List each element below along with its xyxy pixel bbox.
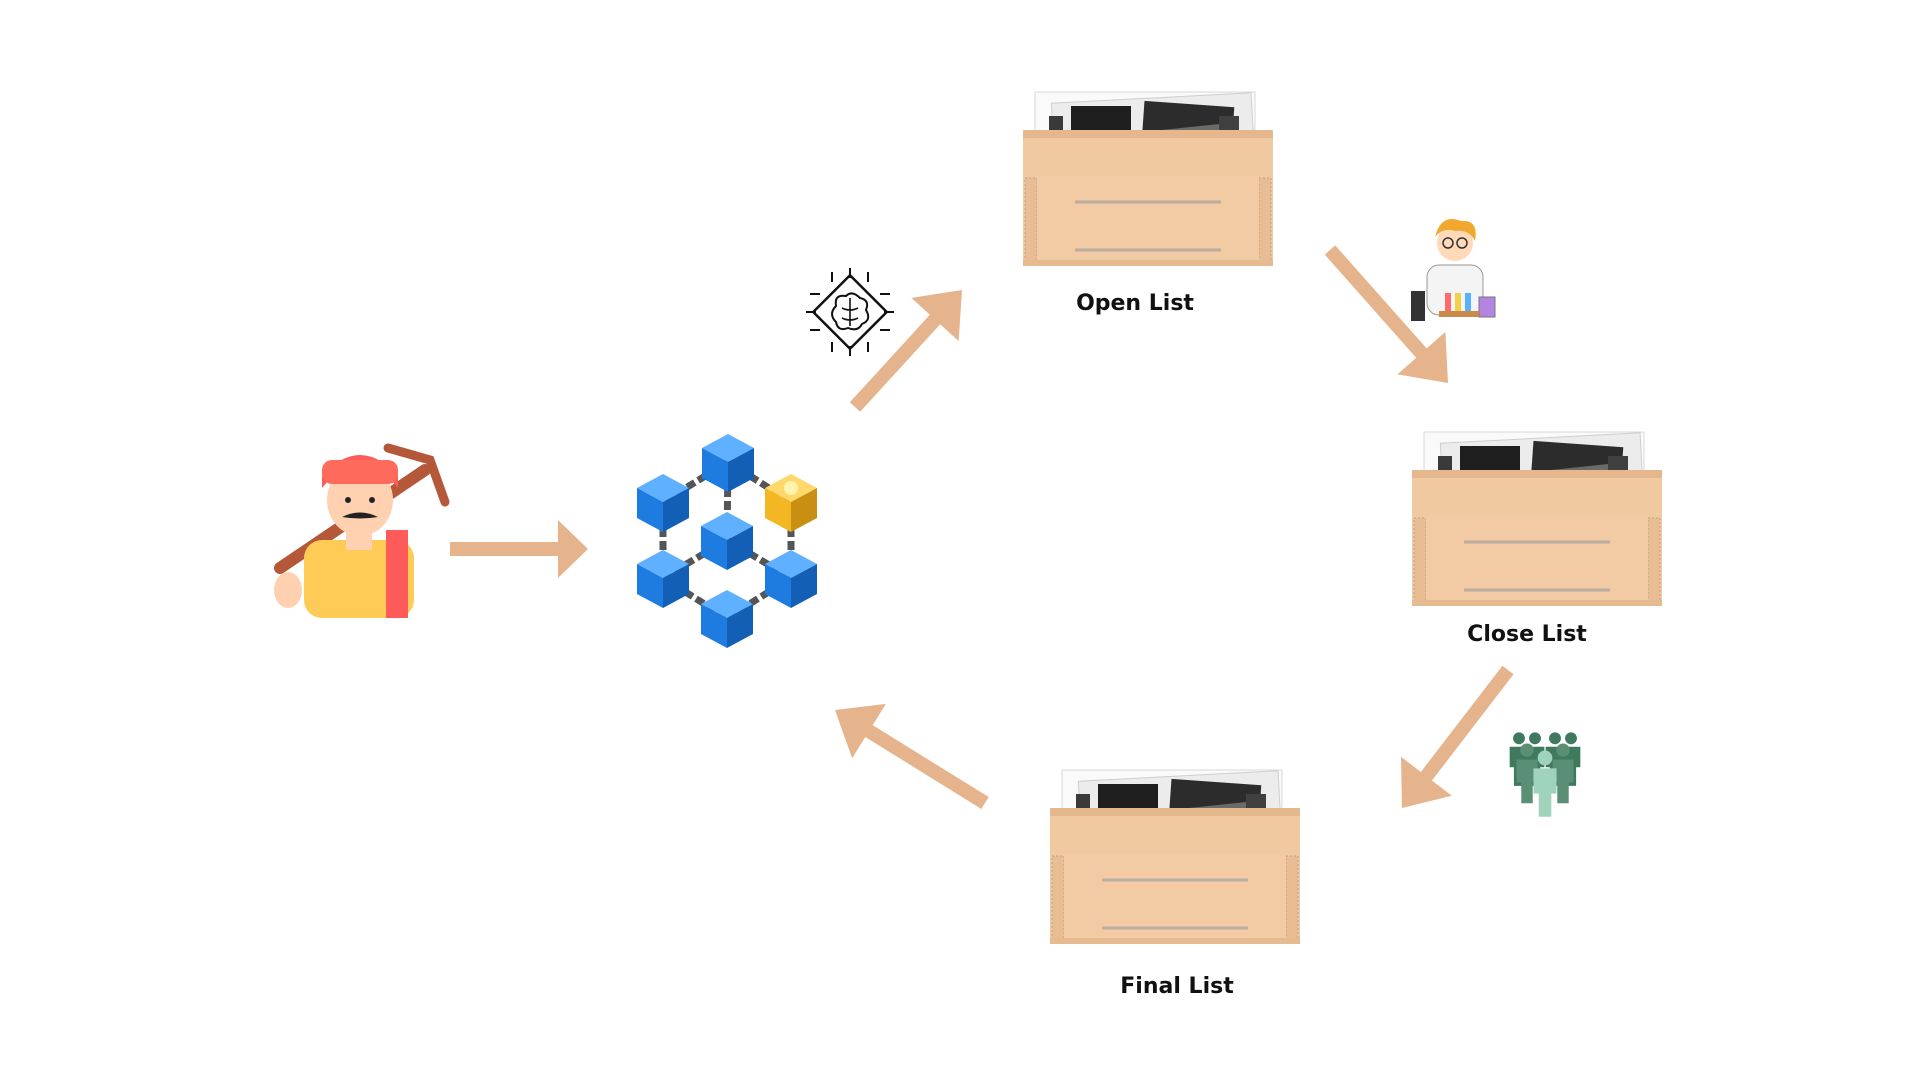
blue-block	[637, 474, 689, 532]
scientist-icon	[1411, 219, 1496, 321]
blue-block	[765, 550, 817, 608]
arrow-blockchain-to-open-list	[849, 290, 962, 412]
final-list-label: Final List	[1120, 974, 1234, 999]
crowd-icon	[1509, 732, 1581, 817]
arrow-worker-to-blockchain	[450, 520, 588, 578]
blue-block	[637, 550, 689, 608]
blue-block	[702, 434, 754, 492]
blockchain-network-icon	[637, 434, 817, 648]
open-list-label: Open List	[1076, 291, 1194, 316]
worker-with-pickaxe-icon	[274, 443, 450, 618]
person-figure	[1533, 750, 1557, 817]
ai-brain-chip-icon	[806, 268, 894, 356]
open-list-box-icon	[1021, 90, 1275, 268]
arrow-close-to-final-list	[1400, 665, 1514, 808]
person-figure	[1516, 743, 1538, 804]
arrow-open-to-close-list	[1324, 245, 1448, 383]
gold-block	[765, 474, 817, 532]
person-figure	[1552, 743, 1574, 804]
arrow-final-list-to-blockchain	[835, 703, 989, 809]
blue-block	[701, 590, 753, 648]
close-list-label: Close List	[1467, 622, 1587, 647]
close-list-box-icon	[1410, 430, 1664, 608]
blue-block	[701, 512, 753, 570]
final-list-box-icon	[1048, 768, 1302, 946]
